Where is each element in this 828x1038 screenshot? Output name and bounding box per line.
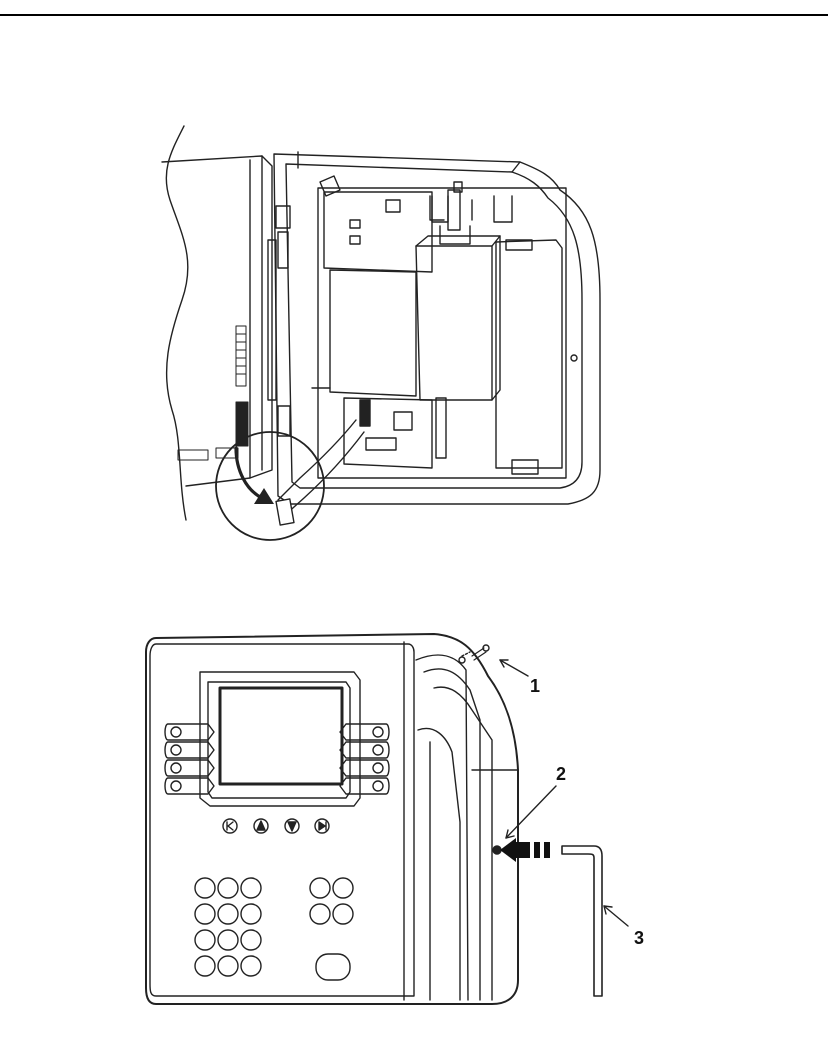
side-screw-hole [493, 846, 501, 854]
callout-leaders [500, 660, 628, 926]
numeric-keypad [195, 878, 261, 976]
function-keypad [310, 878, 353, 980]
display-screen [220, 688, 342, 784]
hex-key [562, 846, 602, 996]
callout-3-label: 3 [634, 928, 644, 948]
callout-2-label: 2 [556, 764, 566, 784]
side-profile [416, 655, 518, 1000]
left-soft-keys [165, 724, 214, 794]
right-soft-keys [340, 724, 389, 794]
callout-1-label: 1 [530, 676, 540, 696]
top-screw [459, 645, 489, 663]
display-bezel [200, 672, 360, 806]
navigation-keys [223, 819, 329, 833]
insertion-arrow [500, 838, 550, 862]
